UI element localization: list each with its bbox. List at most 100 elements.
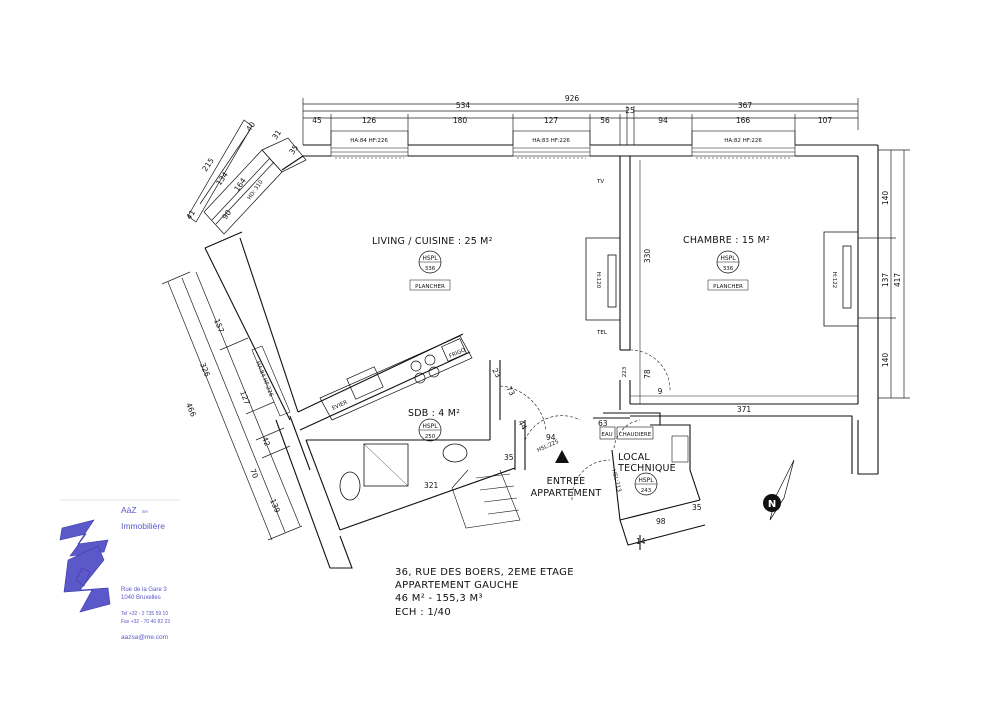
dim-180: 180 xyxy=(453,116,468,125)
local-door: HSL:213 xyxy=(610,469,622,493)
toilet xyxy=(339,471,361,501)
living-room: LIVING / CUISINE : 25 M² HSPL 336 PLANCH… xyxy=(372,236,492,291)
dim-9: 9 xyxy=(658,387,663,396)
living-height: 336 xyxy=(425,266,436,272)
agency-email[interactable]: aazsa@me.com xyxy=(121,634,168,641)
dim-98: 98 xyxy=(656,517,666,526)
right-chain-dimensions xyxy=(858,149,910,399)
agency-fax: Fax +32 - 70 40 82 23 xyxy=(121,619,170,625)
dim-90: 90 xyxy=(220,208,233,221)
electric-panel xyxy=(671,435,689,463)
left-chain-dimensions xyxy=(161,271,303,541)
title-area: 46 M² - 155,3 M³ xyxy=(395,593,483,604)
technical-room: CHAUDIERE EAU LOCAL TECHNIQUE HSPL 243 6… xyxy=(598,419,702,546)
washbasin xyxy=(442,443,468,463)
dim-134: 134 xyxy=(214,170,230,187)
entrance: ENTREE APPARTEMENT xyxy=(531,450,611,501)
sdb-name: SDB : 4 M² xyxy=(408,408,460,419)
agency-address-2: 1040 Bruxelles xyxy=(121,595,161,601)
living-floor: PLANCHER xyxy=(415,284,445,290)
dim-25: 25 xyxy=(625,106,635,115)
right-chain-labels: 140 137 417 140 xyxy=(881,191,902,368)
cooktop-ring-3 xyxy=(414,372,426,384)
radiator-h120: H:120 xyxy=(595,272,601,289)
dim-127: 127 xyxy=(544,116,559,125)
dim-417: 417 xyxy=(893,273,902,288)
sink xyxy=(346,366,384,400)
left-window xyxy=(251,345,291,417)
entrance-line2: APPARTEMENT xyxy=(531,488,602,499)
stairs xyxy=(451,469,521,529)
living-hspl: HSPL xyxy=(422,255,438,262)
entrance-line1: ENTREE xyxy=(547,476,586,487)
dim-139: 139 xyxy=(268,497,282,514)
entrance-arrow-icon xyxy=(555,450,569,463)
sdb-dimension-labels: 23 73 44 94 35 321 HSL:225 xyxy=(424,367,560,491)
dim-23: 23 xyxy=(490,367,503,380)
north-letter: N xyxy=(768,499,776,510)
top-windows xyxy=(330,130,796,159)
dim-367: 367 xyxy=(738,101,753,110)
dim-63: 63 xyxy=(598,419,608,428)
dim-73: 73 xyxy=(504,385,517,398)
walls xyxy=(204,144,879,569)
kitchen-labels: FRIGO EVIER xyxy=(331,347,467,412)
chambre-floor: PLANCHER xyxy=(713,284,743,290)
chambre-height: 336 xyxy=(723,266,734,272)
dim-56: 56 xyxy=(600,116,610,125)
dim-215: 215 xyxy=(200,156,216,173)
window-labels: HA:84 HF:226 HA:83 HF:226 HA:82 HF:226 xyxy=(350,138,762,144)
dim-94: 94 xyxy=(658,116,668,125)
dim-78: 78 xyxy=(643,369,652,379)
dim-166: 166 xyxy=(736,116,751,125)
agency-suffix: SA xyxy=(142,509,148,514)
dim-94b: 94 xyxy=(546,433,556,442)
dim-44: 44 xyxy=(516,419,529,432)
title-address: 36, RUE DES BOERS, 2EME ETAGE xyxy=(395,567,574,578)
dim-157: 157 xyxy=(212,317,226,334)
north-circle-icon xyxy=(763,494,781,512)
dim-45: 45 xyxy=(312,116,322,125)
local-name-2: TECHNIQUE xyxy=(617,463,676,474)
bedroom: CHAMBRE : 15 M² HSPL 336 PLANCHER xyxy=(683,235,770,291)
boiler xyxy=(616,426,654,440)
local-hspl: HSPL xyxy=(638,477,654,484)
top-dimension-labels: 926 534 25 367 45 126 180 127 56 94 166 … xyxy=(312,94,832,125)
cooktop-ring-2 xyxy=(424,354,436,366)
dim-926: 926 xyxy=(565,94,580,103)
dim-42: 42 xyxy=(260,435,272,447)
dim-14: 14 xyxy=(636,537,646,546)
shower xyxy=(363,443,409,487)
title-scale: ECH : 1/40 xyxy=(395,607,451,618)
tel-socket: TEL xyxy=(596,330,608,336)
boiler-label: CHAUDIERE xyxy=(619,432,652,438)
title-unit: APPARTEMENT GAUCHE xyxy=(395,580,519,591)
dim-466: 466 xyxy=(184,401,198,418)
agency-name: AàZ xyxy=(121,505,137,515)
dim-326: 326 xyxy=(198,361,212,378)
window-label-2: HA:83 HF:226 xyxy=(532,138,570,144)
partition-dimensions xyxy=(629,160,858,404)
left-window-label: HA:84 HF:226 xyxy=(254,361,274,399)
agency-name-2: Immobilière xyxy=(121,521,165,531)
left-wing-labels: 40 31 35 215 134 164 41 90 HD: 310 xyxy=(184,120,300,221)
sdb-hspl: HSPL xyxy=(422,423,438,430)
chambre-hspl: HSPL xyxy=(720,255,736,262)
dim-140a: 140 xyxy=(881,191,890,206)
dim-330: 330 xyxy=(643,249,652,264)
chambre-name: CHAMBRE : 15 M² xyxy=(683,235,770,246)
left-wing-hd: HD: 310 xyxy=(247,179,265,201)
dim-140b: 140 xyxy=(881,353,890,368)
fridge xyxy=(441,338,467,362)
cooktop-ring-1 xyxy=(410,360,422,372)
chimney-labels: H:120 H:122 xyxy=(595,272,837,289)
chimneys xyxy=(585,231,858,327)
dim-321: 321 xyxy=(424,481,439,490)
dim-70: 70 xyxy=(248,467,260,479)
agency-address-1: Rue de la Gare 3 xyxy=(121,587,167,593)
dim-223: 223 xyxy=(622,366,628,377)
dim-35: 35 xyxy=(287,143,300,156)
dim-137: 137 xyxy=(881,273,890,288)
tv-socket: TV xyxy=(596,179,604,185)
dim-41: 41 xyxy=(184,208,197,221)
